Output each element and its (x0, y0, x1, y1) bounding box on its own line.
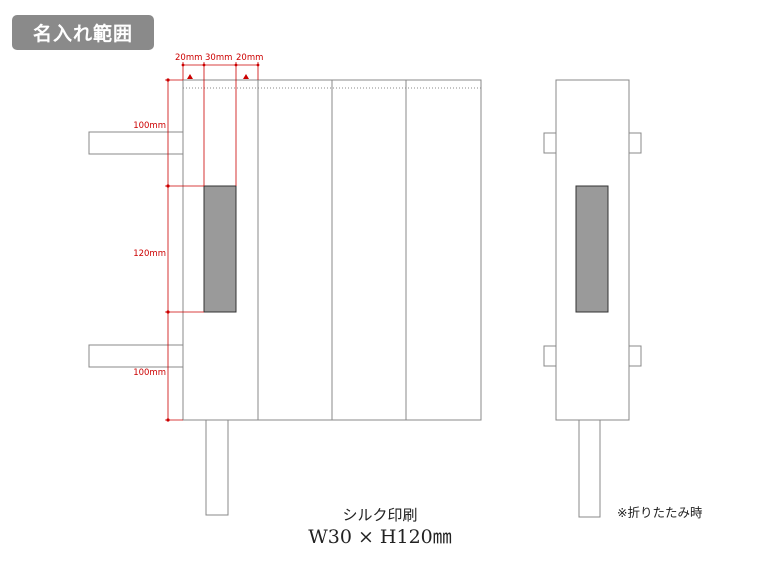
dot-7 (234, 63, 238, 67)
dimension-labels: 20mm 30mm 20mm 100mm 120mm 100mm (133, 53, 263, 378)
section-badge-label: 名入れ範囲 (32, 23, 133, 45)
dimension-markers (166, 63, 260, 422)
print-method-caption: シルク印刷 (342, 506, 418, 524)
dot-4 (166, 418, 170, 422)
dot-6 (202, 63, 206, 67)
dim-label-side-lower: 100mm (133, 368, 166, 378)
dim-label-side-middle: 120mm (133, 249, 166, 259)
dim-label-top-right: 20mm (236, 53, 263, 63)
print-area-front (203, 185, 237, 313)
front-view (88, 79, 482, 516)
folded-note: ※折りたたみ時 (617, 505, 703, 520)
marker-right (243, 74, 249, 79)
dot-3 (166, 310, 170, 314)
dim-label-top-mid: 30mm (205, 53, 232, 63)
dim-label-side-upper: 100mm (133, 121, 166, 131)
dimension-lines (165, 62, 259, 421)
folded-tab-left-upper (543, 132, 557, 154)
dim-label-top-left: 20mm (175, 53, 202, 63)
print-area-folded (575, 185, 609, 313)
marker-left (187, 74, 193, 79)
bottom-leg (205, 419, 229, 516)
dot-1 (166, 78, 170, 82)
folded-tab-left-lower (543, 345, 557, 367)
folded-tab-right-upper (628, 132, 642, 154)
dot-8 (256, 63, 260, 67)
tab-upper (88, 131, 184, 155)
dot-2 (166, 184, 170, 188)
print-size-caption: W30 × H120㎜ (308, 526, 452, 548)
folded-view (543, 79, 642, 518)
section-badge: 名入れ範囲 (12, 15, 154, 50)
tab-lower (88, 344, 184, 368)
folded-bottom-leg (578, 419, 601, 518)
dot-5 (181, 63, 185, 67)
folded-tab-right-lower (628, 345, 642, 367)
